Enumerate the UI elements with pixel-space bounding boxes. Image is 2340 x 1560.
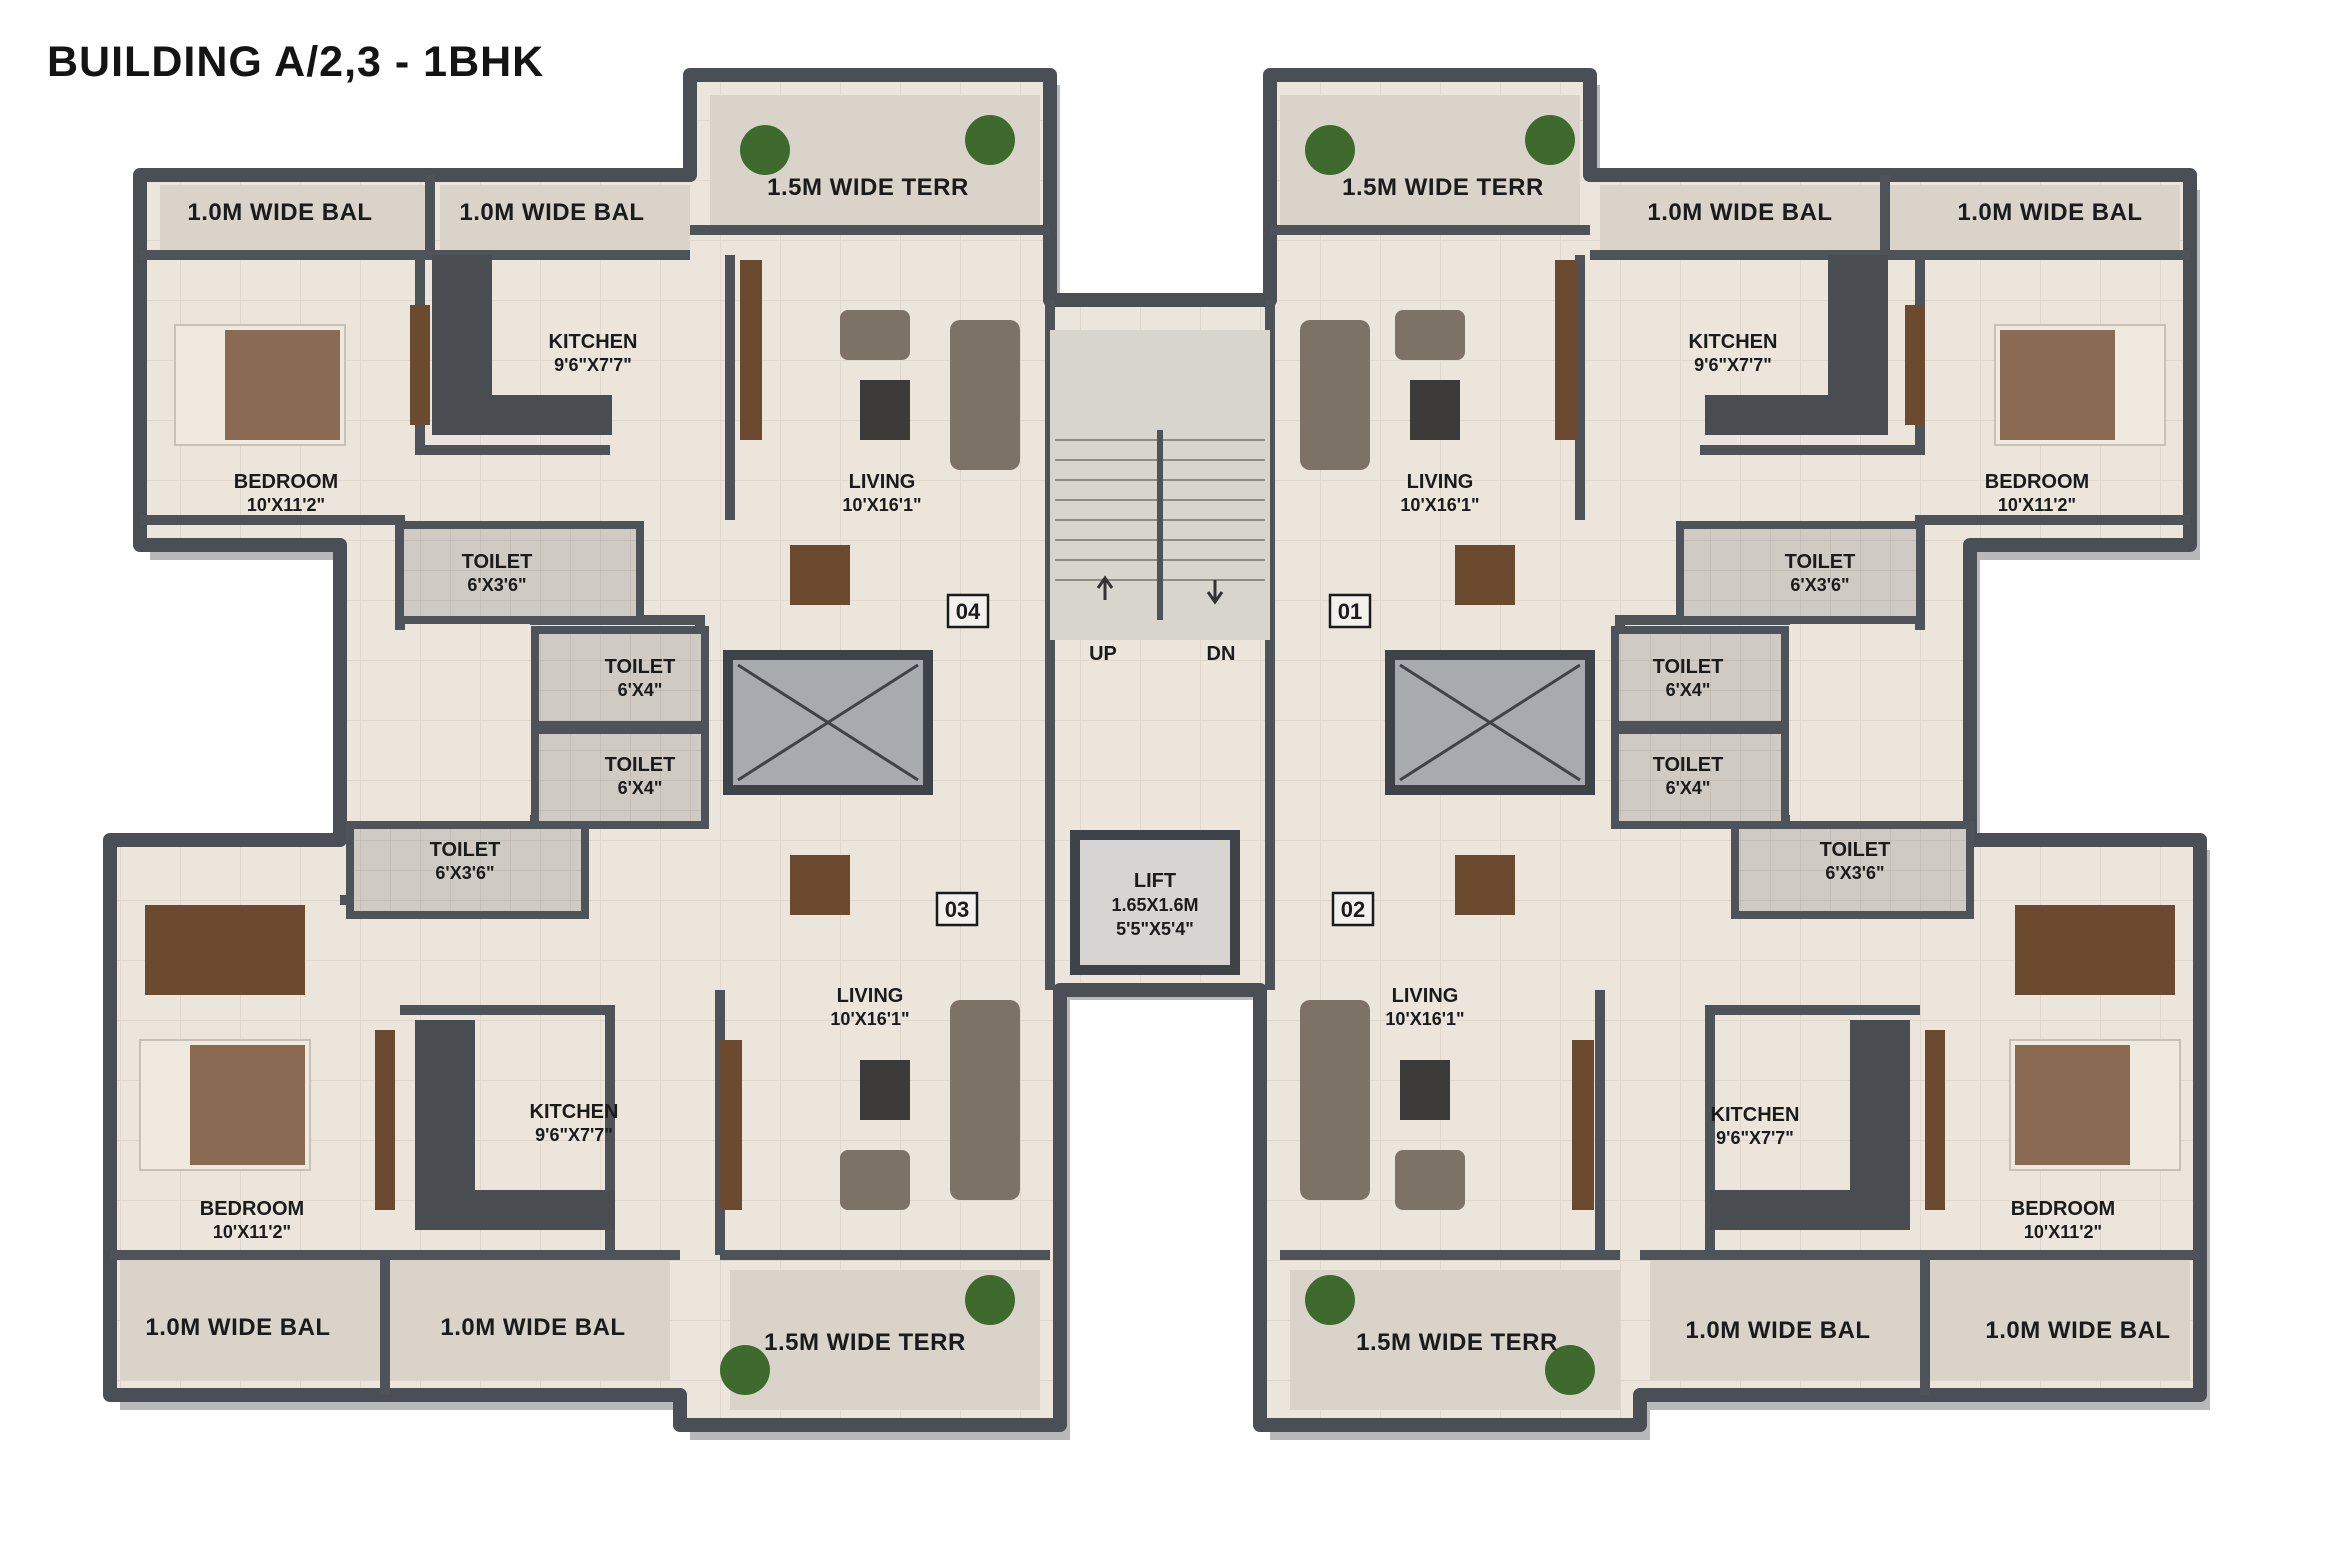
lift: LIFT 1.65X1.6M 5'5"X5'4"	[1070, 830, 1240, 975]
unit-02-kitchen-name: KITCHEN	[1711, 1104, 1800, 1126]
plants	[720, 115, 1595, 1395]
lift-dim-ft: 5'5"X5'4"	[1116, 919, 1194, 939]
unit-03-number: 03	[945, 897, 969, 922]
unit-03-living-dim: 10'X16'1"	[830, 1009, 909, 1029]
unit-01-toilet-a-dim: 6'X3'6"	[1790, 575, 1849, 595]
lift-shaft-left	[723, 650, 933, 795]
stair-up-label: UP	[1089, 643, 1117, 665]
unit-03-toilet-a-name: TOILET	[430, 839, 501, 861]
unit-01-number: 01	[1338, 599, 1362, 624]
unit-04-toilet-a-dim: 6'X3'6"	[467, 575, 526, 595]
unit-04-terrace: 1.5M WIDE TERR	[767, 174, 969, 201]
unit-02-number: 02	[1341, 897, 1365, 922]
unit-01-toilet-a-name: TOILET	[1785, 551, 1856, 573]
unit-04-toilet-b-dim: 6'X4"	[618, 680, 663, 700]
unit-03-toilet-a-dim: 6'X3'6"	[435, 863, 494, 883]
unit-01-toilet-b-dim: 6'X4"	[1666, 680, 1711, 700]
unit-03-bedroom-dim: 10'X11'2"	[213, 1222, 291, 1242]
unit-04-living-name: LIVING	[849, 471, 916, 493]
unit-04-kitchen-dim: 9'6"X7'7"	[554, 355, 632, 375]
kitchen-counters	[415, 255, 1910, 1230]
unit-02-bedroom-name: BEDROOM	[2011, 1198, 2115, 1220]
unit-03-toilet-b-dim: 6'X4"	[618, 778, 663, 798]
unit-01-balcony-1: 1.0M WIDE BAL	[1647, 199, 1832, 226]
unit-04-balcony-1: 1.0M WIDE BAL	[187, 199, 372, 226]
unit-01-balcony-2: 1.0M WIDE BAL	[1957, 199, 2142, 226]
inner-walls	[110, 175, 2200, 1395]
unit-01-bedroom-dim: 10'X11'2"	[1998, 495, 2076, 515]
lift-name: LIFT	[1134, 870, 1176, 892]
unit-02-toilet-a-dim: 6'X3'6"	[1825, 863, 1884, 883]
unit-03-bedroom-name: BEDROOM	[200, 1198, 304, 1220]
unit-03-kitchen-name: KITCHEN	[530, 1101, 619, 1123]
unit-02: 1.0M WIDE BAL 1.0M WIDE BAL 1.5M WIDE TE…	[1331, 754, 2170, 1356]
unit-02-balcony-1: 1.0M WIDE BAL	[1685, 1317, 1870, 1344]
unit-01-terrace: 1.5M WIDE TERR	[1342, 174, 1544, 201]
wood-furniture	[145, 260, 2175, 1210]
unit-03-kitchen-dim: 9'6"X7'7"	[535, 1125, 613, 1145]
unit-02-living-name: LIVING	[1392, 985, 1459, 1007]
unit-04-toilet-a-name: TOILET	[462, 551, 533, 573]
unit-01: 1.0M WIDE BAL 1.0M WIDE BAL 1.5M WIDE TE…	[1328, 174, 2142, 700]
unit-04-number-box	[946, 593, 990, 629]
dining-sets	[790, 545, 1515, 915]
unit-01-kitchen-name: KITCHEN	[1689, 331, 1778, 353]
unit-01-number-box	[1328, 593, 1372, 629]
unit-02-toilet-b-name: TOILET	[1653, 754, 1724, 776]
unit-03-terrace: 1.5M WIDE TERR	[764, 1329, 966, 1356]
unit-04-number: 04	[956, 599, 981, 624]
unit-02-number-box	[1331, 891, 1375, 927]
stair-down-label: DN	[1207, 643, 1236, 665]
unit-03-balcony-2: 1.0M WIDE BAL	[440, 1314, 625, 1341]
unit-04-toilet-b-name: TOILET	[605, 656, 676, 678]
unit-01-toilet-b-name: TOILET	[1653, 656, 1724, 678]
unit-01-kitchen-dim: 9'6"X7'7"	[1694, 355, 1772, 375]
unit-02-balcony-2: 1.0M WIDE BAL	[1985, 1317, 2170, 1344]
page-title: BUILDING A/2,3 - 1BHK	[47, 38, 545, 86]
unit-04-bedroom-dim: 10'X11'2"	[247, 495, 325, 515]
unit-02-bedroom-dim: 10'X11'2"	[2024, 1222, 2102, 1242]
unit-02-toilet-b-dim: 6'X4"	[1666, 778, 1711, 798]
unit-04-living-dim: 10'X16'1"	[842, 495, 921, 515]
unit-01-bedroom-name: BEDROOM	[1985, 471, 2089, 493]
unit-02-toilet-a-name: TOILET	[1820, 839, 1891, 861]
unit-04-balcony-2: 1.0M WIDE BAL	[459, 199, 644, 226]
staircase: UP DN	[1050, 330, 1270, 665]
unit-03: 1.0M WIDE BAL 1.0M WIDE BAL 1.5M WIDE TE…	[145, 754, 979, 1356]
unit-03-number-box	[935, 891, 979, 927]
lift-dim-m: 1.65X1.6M	[1111, 895, 1198, 915]
unit-03-toilet-b-name: TOILET	[605, 754, 676, 776]
toilets	[346, 521, 1974, 919]
unit-02-living-dim: 10'X16'1"	[1385, 1009, 1464, 1029]
beds	[139, 324, 2181, 1171]
unit-02-kitchen-dim: 9'6"X7'7"	[1716, 1128, 1794, 1148]
unit-04: 1.0M WIDE BAL 1.0M WIDE BAL 1.5M WIDE TE…	[187, 174, 990, 700]
unit-03-living-name: LIVING	[837, 985, 904, 1007]
unit-01-living-dim: 10'X16'1"	[1400, 495, 1479, 515]
unit-03-balcony-1: 1.0M WIDE BAL	[145, 1314, 330, 1341]
building-floor	[103, 68, 2207, 1432]
lift-shaft-right	[1385, 650, 1595, 795]
living-furniture	[840, 310, 1465, 1210]
unit-01-living-name: LIVING	[1407, 471, 1474, 493]
unit-02-terrace: 1.5M WIDE TERR	[1356, 1329, 1558, 1356]
unit-04-kitchen-name: KITCHEN	[549, 331, 638, 353]
unit-04-bedroom-name: BEDROOM	[234, 471, 338, 493]
